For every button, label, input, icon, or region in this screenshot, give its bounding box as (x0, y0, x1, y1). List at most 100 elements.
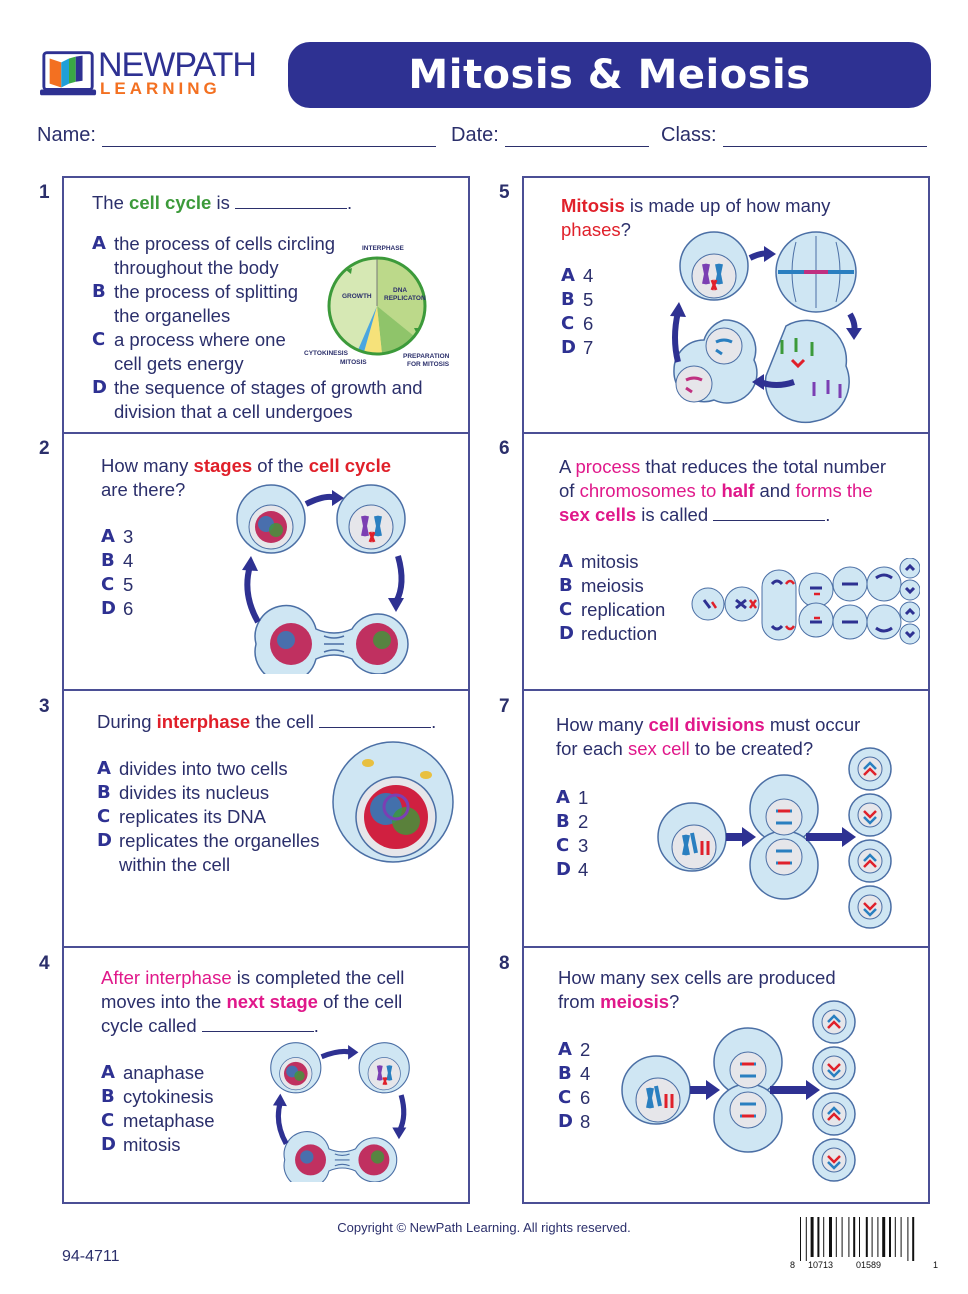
name-line[interactable] (101, 128, 436, 147)
barcode-bar (841, 1217, 843, 1257)
question-2-box: How many stages of the cell cycle are th… (62, 432, 470, 691)
barcode-bar (912, 1217, 915, 1261)
barcode-bar (882, 1217, 886, 1257)
question-6-box: A process that reduces the total number … (522, 432, 930, 691)
barcode-bar (894, 1217, 896, 1257)
interphase-cell (270, 1042, 322, 1094)
interphase-cell-illustration (332, 741, 454, 863)
barcode-bar (865, 1217, 868, 1257)
barcode-bar (823, 1217, 825, 1257)
cell-cycle-illustration (236, 484, 409, 674)
class-line[interactable] (722, 128, 927, 147)
barcode-digits-1: 10713 (808, 1260, 833, 1270)
product-code: 94-4711 (62, 1248, 120, 1265)
barcode-digit-left: 8 (790, 1260, 795, 1270)
arrow-icon (672, 311, 681, 363)
date-field[interactable]: Date: (451, 124, 649, 147)
prophase-cell (336, 484, 406, 554)
barcode-bar (900, 1217, 902, 1257)
label-interphase: INTERPHASE (362, 245, 405, 252)
barcode-bar (829, 1217, 832, 1257)
metaphase-cell (775, 231, 857, 313)
question-number: 1 (39, 182, 50, 203)
arrow-icon (397, 1094, 407, 1132)
label-preparation: PREPARATION (403, 353, 450, 360)
name-label: Name: (37, 124, 96, 146)
class-label: Class: (661, 124, 717, 146)
label-dna: DNA (393, 287, 407, 294)
question-number: 6 (499, 438, 510, 459)
barcode-digits-2: 01589 (856, 1260, 881, 1270)
date-line[interactable] (504, 128, 649, 147)
answer-blank (319, 711, 432, 728)
barcode-bar (805, 1217, 807, 1261)
question-number: 4 (39, 953, 50, 974)
question-5-text: Mitosis is made up of how many phases? (561, 195, 831, 240)
name-field[interactable]: Name: (37, 124, 436, 147)
barcode-bar (877, 1217, 879, 1257)
barcode-bar (835, 1217, 837, 1257)
barcode-bar (871, 1217, 873, 1257)
question-number: 3 (39, 696, 50, 717)
question-2-text: How many stages of the cell cycle are th… (101, 455, 392, 500)
question-7-box: How many cell divisions must occur for e… (522, 689, 930, 948)
barcode-bar (848, 1217, 850, 1257)
barcode-icon: 8 10713 01589 1 (790, 1217, 938, 1270)
meiosis-products-illustration (621, 1000, 856, 1182)
question-number: 8 (499, 953, 510, 974)
class-field[interactable]: Class: (661, 124, 927, 147)
anaphase-cell (764, 319, 850, 424)
label-mitosis: MITOSIS (340, 359, 367, 366)
newpath-logo-icon (40, 51, 97, 96)
answer-blank (713, 504, 826, 521)
question-5-box: Mitosis is made up of how many phases? A… (522, 176, 930, 434)
title-banner: Mitosis & Meiosis (288, 42, 931, 108)
question-4-text: After interphase is completed the cell m… (101, 967, 405, 1036)
arrow-icon (393, 555, 405, 604)
meiosis-stages-illustration (691, 558, 920, 645)
daughter-cells (713, 1027, 783, 1153)
barcode-bar (859, 1217, 860, 1257)
question-3-text: During interphase the cell . (97, 711, 437, 732)
logo-wordmark: NEWPATH (98, 46, 257, 84)
page-title: Mitosis & Meiosis (408, 52, 811, 98)
question-8-text: How many sex cells are produced from mei… (558, 967, 836, 1012)
arrow-icon (244, 565, 261, 624)
